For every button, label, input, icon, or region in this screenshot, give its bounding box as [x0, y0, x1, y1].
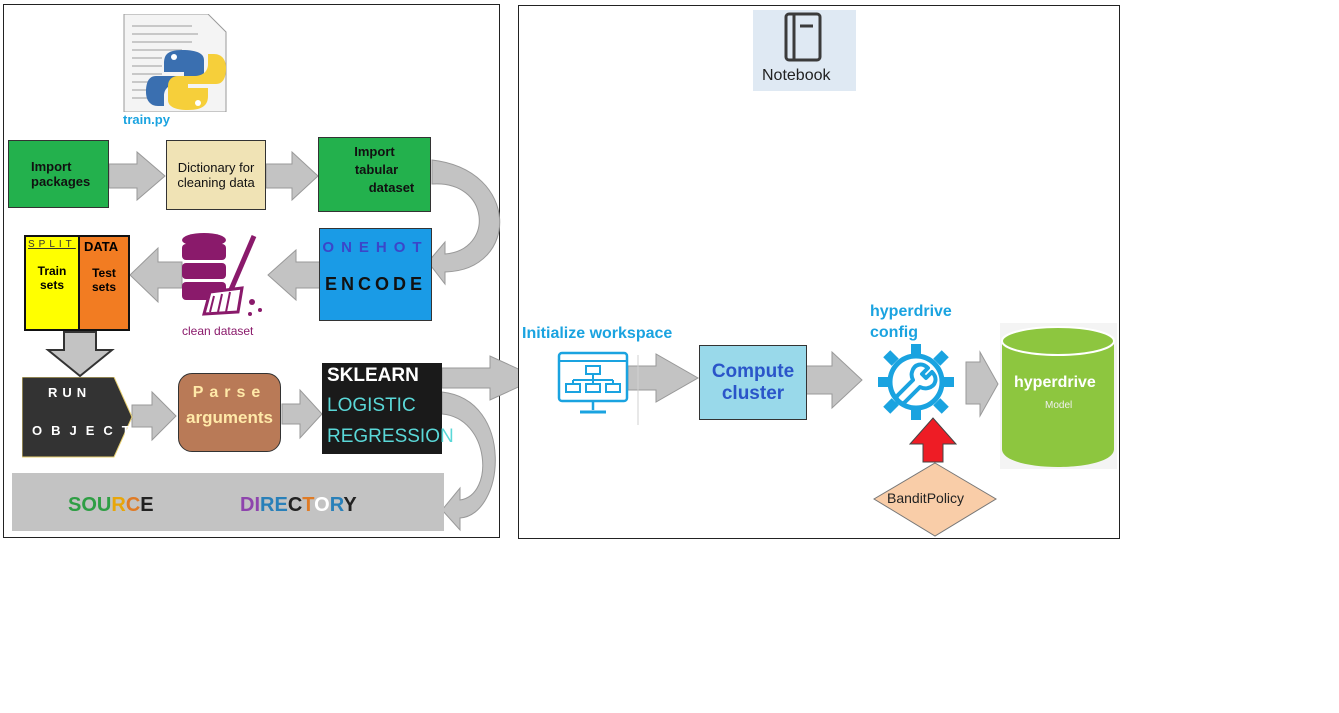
- test-sets-panel: DATA Test sets: [80, 237, 128, 329]
- train-sets-label: Train sets: [37, 264, 67, 292]
- import-tabular-box: Import tabular dataset: [318, 137, 431, 212]
- notebook-label: Notebook: [762, 67, 831, 84]
- notebook-tile: Notebook: [753, 10, 856, 91]
- source-letter: R: [111, 494, 126, 516]
- arrow-right-3: [131, 390, 177, 442]
- sklearn-label: SKLEARN: [327, 365, 419, 386]
- dictionary-box: Dictionary for cleaning data: [166, 140, 266, 210]
- onehot-label: ONEHOT: [322, 239, 429, 256]
- hyperdrive-config-label: hyperdrive config: [870, 301, 952, 343]
- arrow-left-1: [267, 248, 321, 302]
- parse-label: Parse: [192, 384, 267, 401]
- directory-letter: E: [274, 494, 288, 516]
- split-data-box: SPLIT Train sets DATA Test sets: [24, 235, 130, 331]
- bandit-policy-label: BanditPolicy: [887, 490, 965, 506]
- arrow-right-4: [281, 388, 323, 440]
- hyperdrive-model-sub: Model: [1045, 400, 1073, 411]
- curved-arrow-1: [427, 159, 501, 286]
- compute-cluster-box: Compute cluster: [699, 345, 807, 420]
- directory-label: DIRECTORY: [240, 494, 357, 517]
- python-file-icon: [122, 14, 228, 112]
- arrow-right-2: [265, 150, 319, 202]
- red-arrow-up: [908, 417, 958, 463]
- sklearn-box: SKLEARN LOGISTIC REGRESSION: [322, 363, 454, 454]
- run-object-shape: RUN OBJECT: [22, 377, 134, 459]
- hyperdrive-config-line2: config: [870, 324, 918, 341]
- directory-letter: R: [329, 494, 344, 516]
- init-workspace-label: Initialize workspace: [522, 325, 673, 342]
- import-packages-label: Import packages: [31, 159, 91, 189]
- source-letter: C: [125, 494, 141, 516]
- source-letter: E: [140, 494, 154, 516]
- train-sets-panel: SPLIT Train sets: [26, 237, 80, 329]
- parse-arguments-box: Parse arguments: [178, 373, 281, 452]
- hyperdrive-config-line1: hyperdrive: [870, 303, 952, 320]
- directory-letter: Y: [343, 494, 357, 516]
- hyperdrive-model-title: hyperdrive: [1014, 374, 1096, 391]
- compute-cluster-label: Compute cluster: [711, 360, 795, 404]
- hyperdrive-model-cylinder: hyperdrive Model: [1000, 323, 1117, 469]
- arguments-label: arguments: [186, 408, 273, 427]
- import-tabular-line2: tabular: [354, 162, 399, 177]
- encode-label: ENCODE: [324, 274, 426, 294]
- clean-dataset-label: clean dataset: [182, 324, 254, 338]
- directory-letter: D: [240, 494, 255, 516]
- data-label: DATA: [84, 239, 119, 254]
- directory-letter: O: [314, 494, 330, 516]
- onehot-encode-box: ONEHOT ENCODE: [319, 228, 432, 321]
- regression-label: REGRESSION: [327, 426, 454, 447]
- source-directory-bar: SOURCE DIRECTORY: [12, 473, 444, 531]
- clean-dataset-icon: [180, 230, 270, 320]
- directory-letter: R: [260, 494, 275, 516]
- arrow-right-1: [108, 150, 166, 202]
- bandit-policy-diamond: BanditPolicy: [873, 462, 997, 537]
- arrow-down-1: [45, 331, 115, 378]
- curved-arrow-2: [441, 391, 496, 532]
- test-sets-label: Test sets: [91, 266, 117, 294]
- arrow-right-7: [805, 350, 863, 410]
- arrow-right-8: [965, 350, 999, 418]
- object-label: OBJECT: [32, 423, 139, 438]
- directory-letter: I: [254, 494, 261, 516]
- import-tabular-line1: Import: [354, 144, 395, 159]
- arrow-left-2: [129, 246, 183, 304]
- dictionary-label: Dictionary for cleaning data: [177, 160, 255, 190]
- import-packages-box: Import packages: [8, 140, 109, 208]
- split-label: SPLIT: [28, 239, 76, 250]
- arrow-right-6: [627, 353, 700, 403]
- logistic-label: LOGISTIC: [327, 395, 416, 416]
- import-tabular-line3: dataset: [368, 180, 415, 195]
- notebook-icon: [784, 12, 822, 62]
- directory-letter: T: [302, 494, 315, 516]
- arrow-right-5: [441, 355, 540, 401]
- source-letter: S: [68, 494, 82, 516]
- source-label: SOURCE: [68, 494, 154, 517]
- run-label: RUN: [48, 385, 92, 400]
- source-letter: U: [96, 494, 112, 516]
- gear-wrench-icon: [870, 342, 966, 422]
- workspace-icon: [556, 350, 630, 418]
- train-py-label: train.py: [123, 112, 170, 127]
- source-letter: O: [81, 494, 97, 516]
- directory-letter: C: [287, 494, 303, 516]
